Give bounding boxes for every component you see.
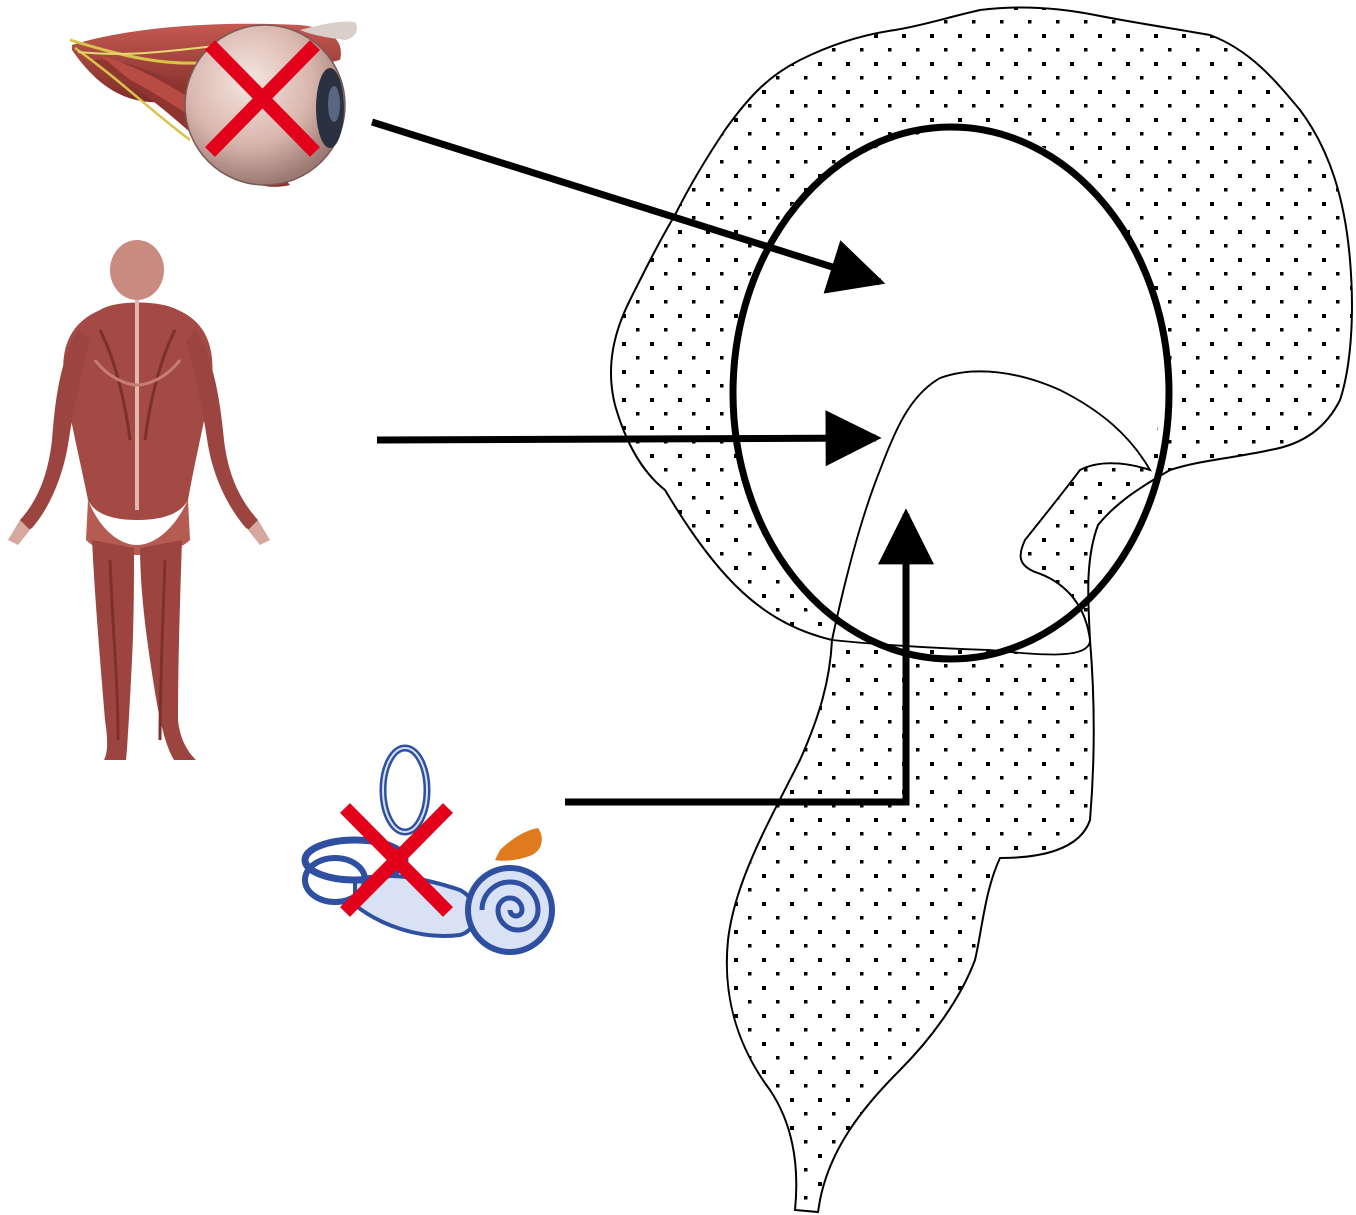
arrow-body: [377, 438, 876, 440]
muscular-body-icon: [8, 240, 270, 760]
inner-ear-icon: [305, 748, 552, 952]
eye-muscle-icon: [70, 22, 357, 187]
brainstem-region-icon: [611, 8, 1352, 1212]
